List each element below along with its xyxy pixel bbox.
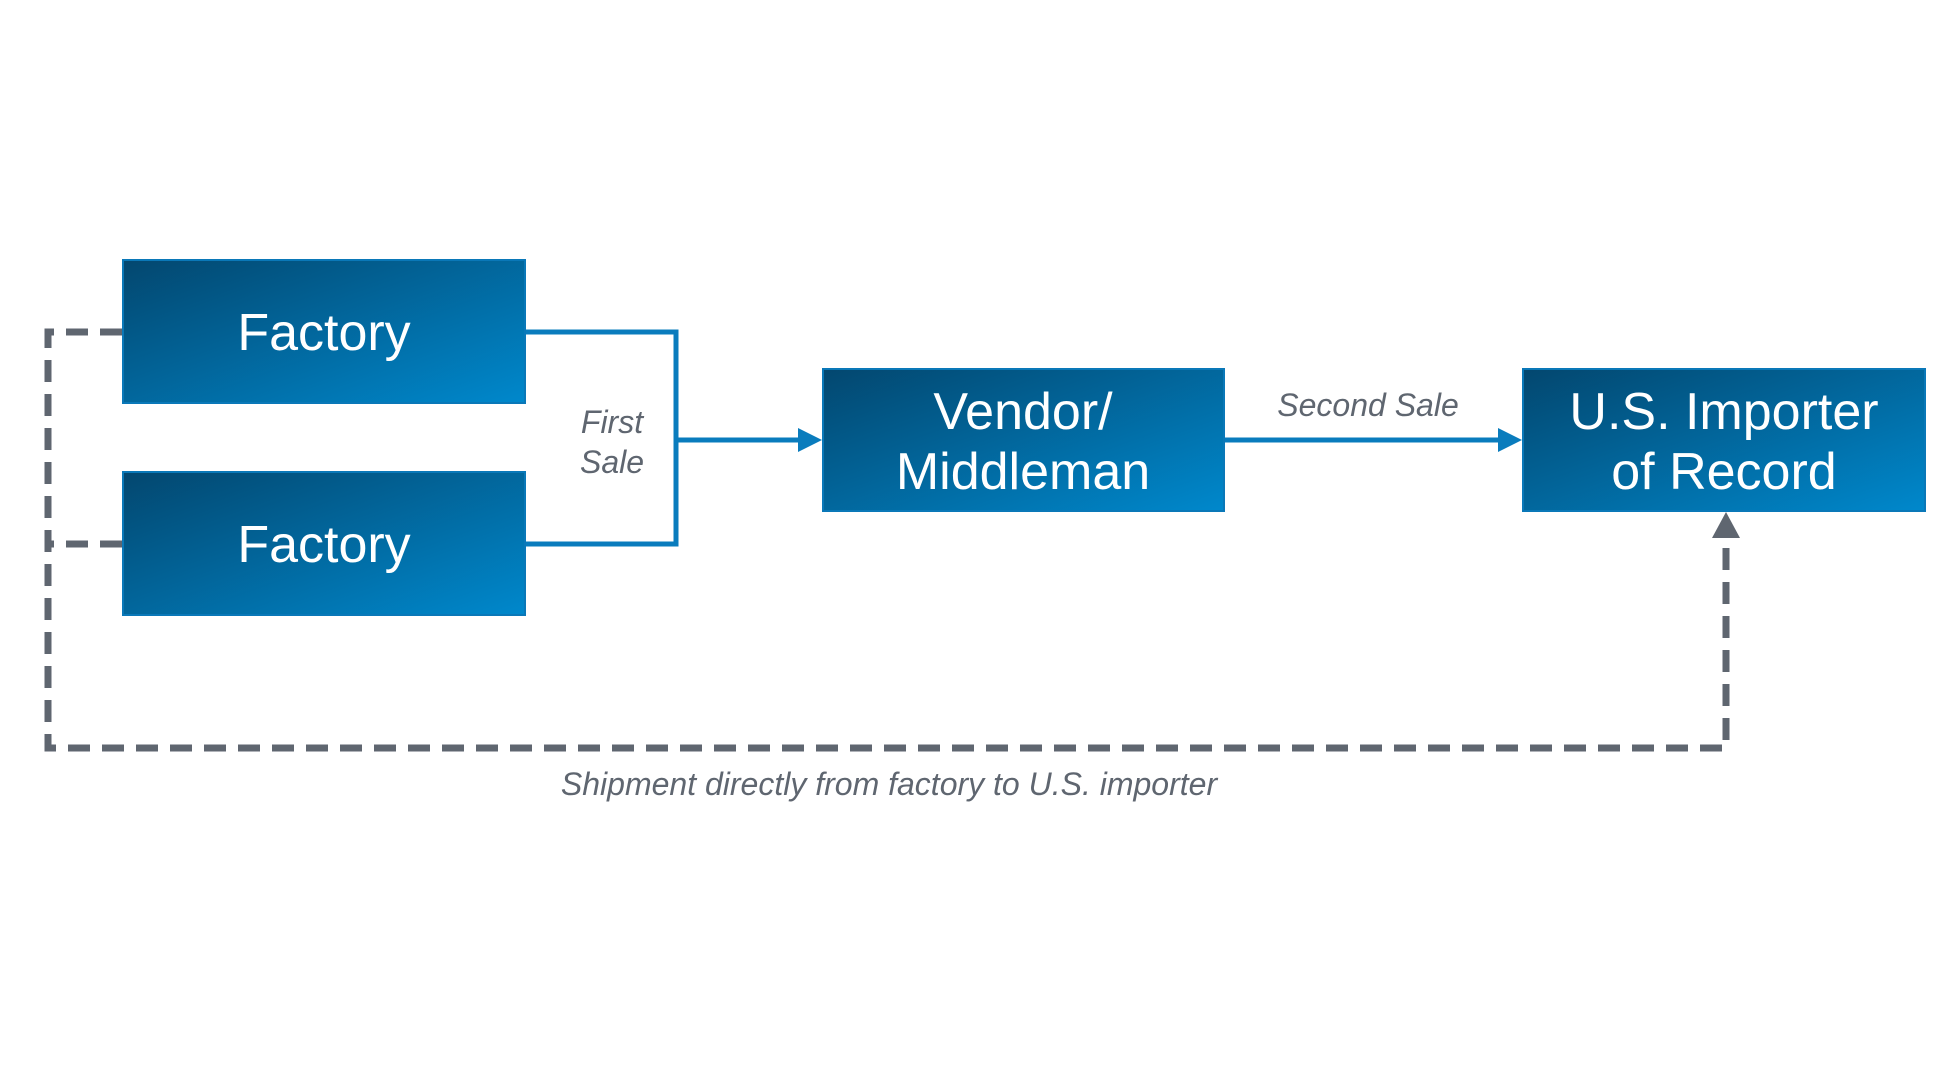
importer-label-line2: of Record xyxy=(1611,443,1836,501)
importer-label-line1: U.S. Importer xyxy=(1569,383,1878,441)
shipment-arrowhead-icon xyxy=(1712,512,1740,538)
vendor-label-line1: Vendor/ xyxy=(933,383,1113,441)
first-sale-connector xyxy=(525,329,822,547)
first-sale-label-line2: Sale xyxy=(580,444,644,480)
first-sale-label-line1: First xyxy=(581,404,644,440)
factory-box-top: Factory xyxy=(122,259,526,404)
direct-shipment-label: Shipment directly from factory to U.S. i… xyxy=(561,766,1219,802)
vendor-middleman-box: Vendor/ Middleman xyxy=(822,368,1225,512)
us-importer-box: U.S. Importer of Record xyxy=(1522,368,1926,512)
direct-shipment-connector xyxy=(44,328,1740,752)
factory-box-bottom: Factory xyxy=(122,471,526,616)
factory-bottom-label: Factory xyxy=(237,516,410,574)
shipment-dashed-line xyxy=(44,328,1730,752)
second-sale-connector xyxy=(1224,428,1522,452)
first-sale-arrowhead-icon xyxy=(798,428,822,452)
factory-top-label: Factory xyxy=(237,304,410,362)
second-sale-arrowhead-icon xyxy=(1498,428,1522,452)
vendor-label-line2: Middleman xyxy=(896,443,1150,501)
second-sale-label: Second Sale xyxy=(1277,387,1458,423)
